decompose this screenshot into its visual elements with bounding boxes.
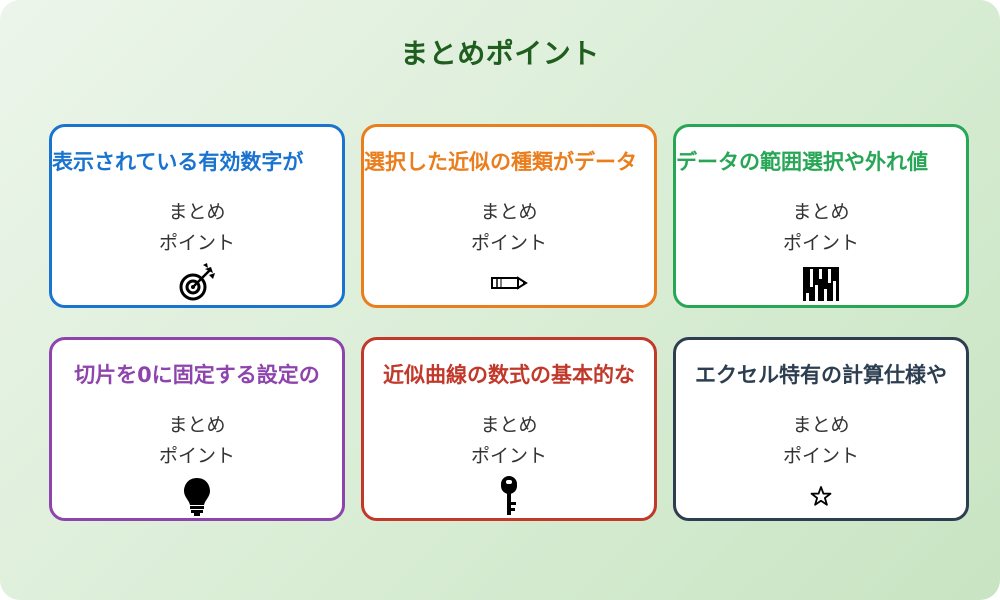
card-title-text: データの範囲選択や外れ値 (676, 150, 928, 174)
card-summary-line1: まとめ (480, 201, 538, 223)
card-title: 選択した近似の種類がデータ (364, 147, 654, 177)
card-title-text: 表示されている有効数字が (52, 150, 304, 174)
card-title: 近似曲線の数式の基本的な (364, 360, 654, 390)
card-title: データの範囲選択や外れ値 (676, 147, 966, 177)
card-summary-line2: ポイント (782, 445, 859, 467)
card-summary-line2: ポイント (158, 445, 235, 467)
card-title: 表示されている有効数字が (52, 147, 342, 177)
key-icon (489, 476, 529, 516)
summary-card: 切片を0に固定する設定の まとめ ポイント (49, 337, 345, 521)
summary-card: エクセル特有の計算仕様や まとめ ポイント (673, 337, 969, 521)
card-summary-line1: まとめ (168, 201, 226, 223)
star-icon (801, 476, 841, 516)
summary-card: 選択した近似の種類がデータ まとめ ポイント (361, 124, 657, 308)
bar-chart-icon (801, 263, 841, 303)
lightbulb-icon (177, 476, 217, 516)
target-icon (177, 263, 217, 303)
card-summary-line1: まとめ (792, 414, 850, 436)
summary-card: データの範囲選択や外れ値 まとめ ポイント (673, 124, 969, 308)
summary-card: 近似曲線の数式の基本的な まとめ ポイント (361, 337, 657, 521)
card-summary-line1: まとめ (480, 414, 538, 436)
summary-card: 表示されている有効数字が まとめ ポイント (49, 124, 345, 308)
card-summary-line1: まとめ (792, 201, 850, 223)
card-summary-line1: まとめ (168, 414, 226, 436)
card-summary-line2: ポイント (782, 232, 859, 254)
card-summary-line2: ポイント (470, 232, 547, 254)
card-title: エクセル特有の計算仕様や (676, 360, 966, 390)
card-summary-line2: ポイント (470, 445, 547, 467)
card-title-text: エクセル特有の計算仕様や (695, 363, 947, 387)
card-title-text: 切片を0に固定する設定の (74, 363, 320, 387)
card-title-text: 選択した近似の種類がデータ (364, 150, 637, 174)
card-summary-line2: ポイント (158, 232, 235, 254)
pencil-icon (489, 263, 529, 303)
card-title: 切片を0に固定する設定の (52, 360, 342, 390)
page-title: まとめポイント (400, 37, 600, 70)
card-title-text: 近似曲線の数式の基本的な (383, 363, 635, 387)
